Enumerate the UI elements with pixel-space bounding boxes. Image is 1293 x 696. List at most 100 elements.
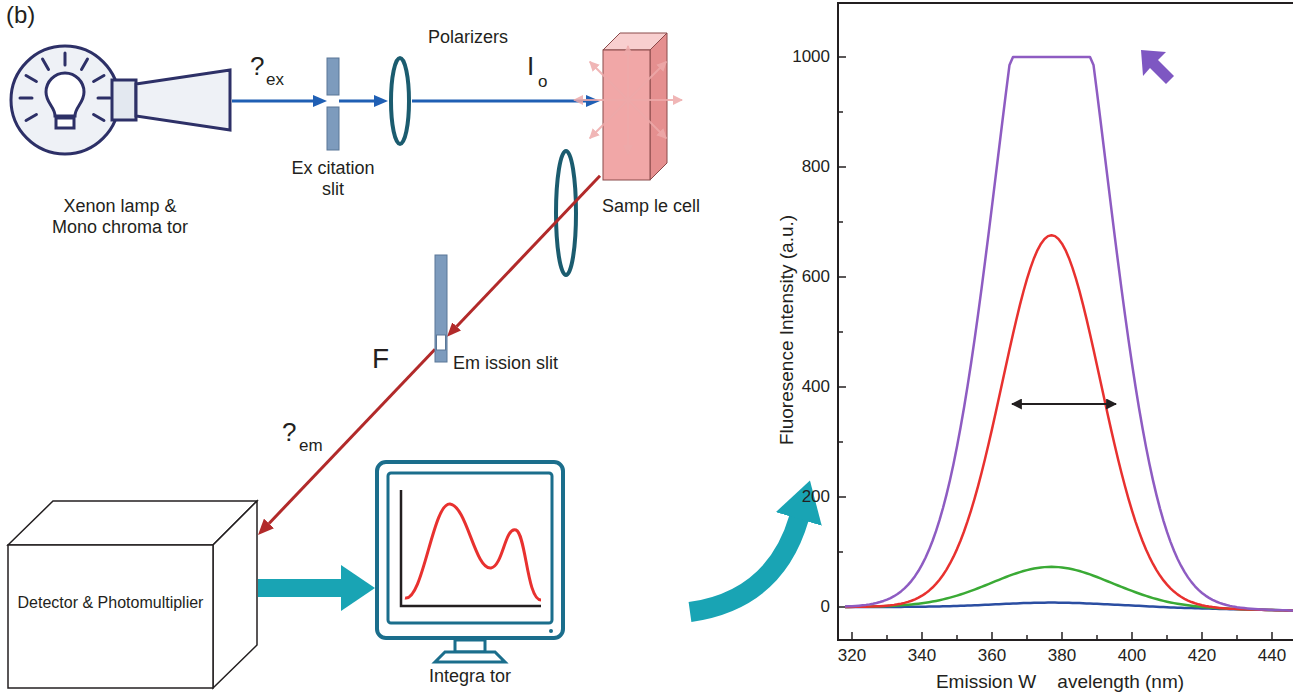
drawing-part <box>574 46 682 154</box>
y-axis <box>837 2 839 641</box>
component-label: Ex citation slit <box>283 158 383 199</box>
width-arrow <box>1012 403 1116 405</box>
detector-box: Detector & Photomultiplier <box>8 500 258 690</box>
drawing-part <box>327 58 339 95</box>
excitation-slit-outline <box>327 58 339 150</box>
drawing-part <box>43 59 49 69</box>
light-beam <box>412 100 586 103</box>
drawing-part <box>94 76 104 82</box>
drawing-part <box>886 635 888 640</box>
axis-title: Fluoresence Intensity (a.u.) <box>777 215 798 445</box>
drawing-part <box>1061 632 1063 640</box>
component-label: Detector & Photomultiplier <box>8 594 213 612</box>
light-beam <box>339 100 374 103</box>
drawing-part <box>1271 632 1273 640</box>
drawing-part <box>838 331 843 333</box>
drawing-part <box>20 53 110 121</box>
drawing-part <box>435 652 505 662</box>
drawing-part <box>136 70 230 130</box>
drawing-part <box>327 107 339 150</box>
drawing-part <box>20 97 32 100</box>
drawing-part <box>82 59 88 69</box>
drawing-part <box>94 115 104 121</box>
panel-letter: (b) <box>6 2 35 28</box>
saturation-arrow <box>1141 50 1174 84</box>
component-label: Xenon lamp & Mono chroma tor <box>42 196 198 237</box>
tick-label: 420 <box>1188 647 1216 666</box>
drawing-part <box>1026 635 1028 640</box>
drawing-part <box>991 632 993 640</box>
drawing-part <box>401 490 541 606</box>
xenon-lamp: Xenon lamp & Mono chroma tor <box>8 42 232 158</box>
drawing-part <box>845 235 1293 610</box>
tick-label: 200 <box>802 488 830 507</box>
drawing-part <box>838 111 843 113</box>
tick-label: 360 <box>978 647 1006 666</box>
plot-frame <box>838 2 1293 4</box>
drawing-part <box>590 62 666 138</box>
light-beam <box>232 100 313 103</box>
drawing-part <box>391 58 409 144</box>
beam-symbol: o <box>538 73 547 92</box>
drawing-part <box>845 57 1293 611</box>
tick-label: 800 <box>802 158 830 177</box>
tick-label: 400 <box>1118 647 1146 666</box>
beam-symbol: I <box>527 52 534 81</box>
polarizer-outline <box>388 55 412 147</box>
sample-cell-outline <box>600 30 672 182</box>
beam-symbol: F <box>372 344 389 375</box>
drawing-part <box>437 335 446 350</box>
flow-arrow <box>690 518 799 612</box>
drawing-part <box>851 632 853 640</box>
drawing-part <box>405 504 541 600</box>
drawing-part <box>26 115 36 121</box>
drawing-part <box>650 33 667 180</box>
drawing-part <box>921 632 923 640</box>
drawing-part <box>8 545 213 688</box>
drawing-part <box>11 46 119 154</box>
component-label: Em ission slit <box>453 353 558 374</box>
emission-slit-outline <box>435 255 447 362</box>
sample-cell: Samp le cell <box>600 30 672 182</box>
drawing-part <box>64 53 67 65</box>
drawing-part <box>1201 632 1203 640</box>
drawing-part <box>388 473 552 623</box>
spectrum-curves <box>845 57 1293 611</box>
drawing-part <box>838 551 843 553</box>
tick-label: 400 <box>802 378 830 397</box>
tick-label: 440 <box>1258 647 1286 666</box>
drawing-part <box>838 221 843 223</box>
drawing-part <box>549 629 553 633</box>
excitation-slit: Ex citation slit <box>327 58 339 150</box>
drawing-part <box>838 166 846 168</box>
beam-symbol: ? <box>250 52 264 81</box>
beam-symbol: em <box>299 437 323 456</box>
drawing-part <box>838 56 846 58</box>
beam-symbol: ? <box>282 418 296 447</box>
drawing-part <box>455 640 485 652</box>
polarizer: Polarizers <box>388 55 412 147</box>
drawing-part <box>46 73 84 116</box>
light-beam <box>457 176 600 327</box>
axis-title: Emission W avelength (nm) <box>936 672 1184 693</box>
x-axis <box>837 639 1293 641</box>
integrator-monitor: Integra tor <box>375 460 565 665</box>
drawing-part <box>1096 635 1098 640</box>
drawing-part <box>56 118 74 128</box>
signal-arrow <box>258 579 341 597</box>
tick-label: 320 <box>838 647 866 666</box>
drawing-part <box>98 97 110 100</box>
drawing-part <box>377 462 563 638</box>
drawing-part <box>213 501 257 688</box>
drawing-part <box>956 635 958 640</box>
drawing-part <box>1166 635 1168 640</box>
drawing-part <box>112 80 136 120</box>
drawing-part <box>838 386 846 388</box>
drawing-part <box>838 606 846 608</box>
integrator-monitor-outline <box>375 460 565 665</box>
drawing-part <box>26 76 36 82</box>
drawing-part <box>1131 632 1133 640</box>
tick-label: 600 <box>802 268 830 287</box>
tick-label: 340 <box>908 647 936 666</box>
spectrum-chart <box>837 2 1293 641</box>
